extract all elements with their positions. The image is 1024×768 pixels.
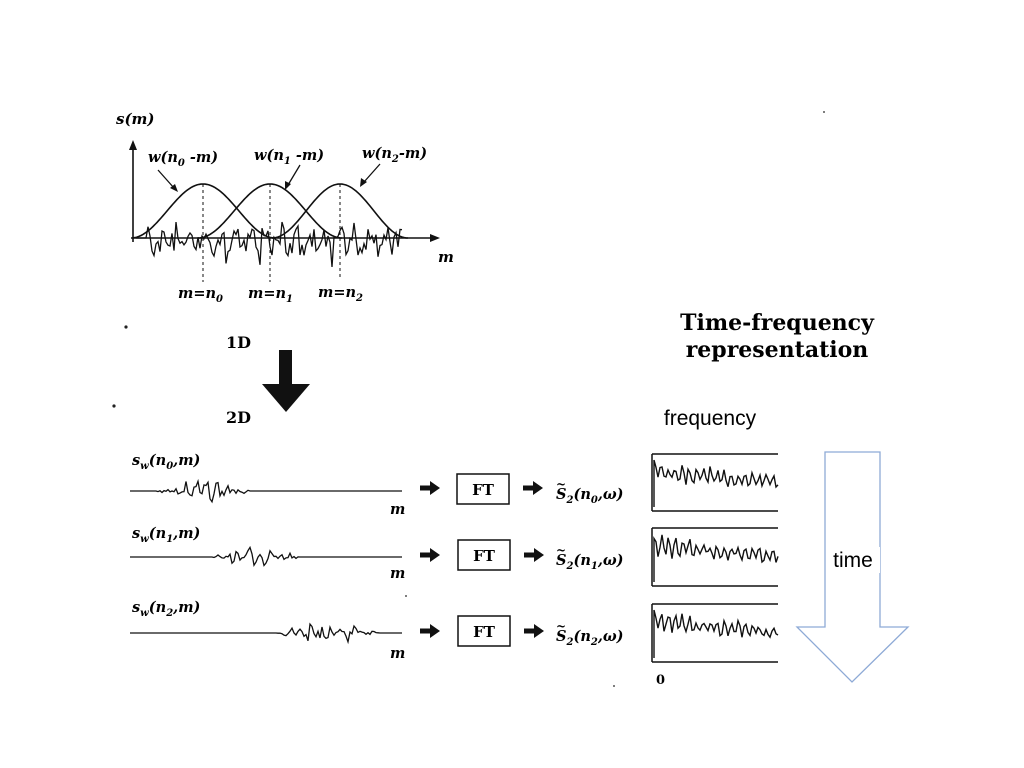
pointer-arrow-n0 xyxy=(157,169,175,189)
ft-box xyxy=(457,615,511,647)
arrow-right-icon xyxy=(524,548,544,562)
tilde-mark: ~ xyxy=(556,543,566,557)
y-axis-arrowhead xyxy=(129,140,137,150)
spectrum-label: S2(n1,ω) xyxy=(556,552,624,572)
ft-box xyxy=(456,473,510,505)
ft-label: FT xyxy=(473,547,496,565)
window-label-n0: w(n0 -m) xyxy=(148,149,218,169)
windowed-signal-label: sw(n0,m) xyxy=(132,452,200,472)
position-label-n1: m=n1 xyxy=(248,285,293,305)
tf-title-line2: representation xyxy=(686,337,869,363)
spectrum-panel xyxy=(651,527,779,587)
speck xyxy=(405,595,407,597)
window-label-n2: w(n2-m) xyxy=(362,145,427,165)
pointer-arrowhead-n1 xyxy=(285,181,291,190)
windowed-signal-trace xyxy=(130,622,402,645)
tilde-mark: ~ xyxy=(556,619,566,633)
arrow-right-icon xyxy=(523,481,543,495)
spectrum-label: S2(n0,ω) xyxy=(556,486,624,506)
x-axis-label: m xyxy=(438,248,454,266)
speck xyxy=(112,404,116,408)
position-label-n0: m=n0 xyxy=(178,285,223,305)
signal-trace xyxy=(136,221,403,267)
tilde-mark: ~ xyxy=(556,477,566,491)
row-n2: sw(n2,m) m FT S2(n2,ω) ~ xyxy=(130,599,779,663)
windowed-signal-label: sw(n1,m) xyxy=(132,525,200,545)
row-axis-label: m xyxy=(390,645,405,662)
spectrum-label: S2(n2,ω) xyxy=(556,628,624,648)
row-axis-label: m xyxy=(390,565,405,582)
row-axis-label: m xyxy=(390,501,405,518)
top-plot: s(m) m w(n0 -m) w(n1 -m) w(n2-m) m=n0 m=… xyxy=(116,110,454,305)
pointer-arrowhead-n2 xyxy=(360,178,367,187)
arrow-right-icon xyxy=(524,624,544,638)
arrow-right-icon xyxy=(420,624,440,638)
windowed-signal-trace xyxy=(130,545,402,567)
windowed-signal-label: sw(n2,m) xyxy=(132,599,200,619)
spectrum-trace xyxy=(653,534,779,582)
pointer-arrow-n2 xyxy=(363,163,381,183)
spectrum-panel xyxy=(651,603,779,663)
time-label-bg xyxy=(826,547,880,573)
speck xyxy=(613,685,615,687)
spectrum-panel xyxy=(651,453,779,512)
frequency-label: frequency xyxy=(664,407,757,430)
pointer-arrow-n1 xyxy=(287,164,301,186)
y-axis-label: s(m) xyxy=(116,110,155,128)
time-label: time xyxy=(833,549,873,572)
down-arrow-icon xyxy=(262,350,310,412)
tf-title-line1: Time-frequency xyxy=(680,310,875,336)
position-label-n2: m=n2 xyxy=(318,284,363,304)
windowed-signal-trace xyxy=(130,478,402,504)
arrow-right-icon xyxy=(420,548,440,562)
speck xyxy=(823,111,825,113)
row-n1: sw(n1,m) m FT S2(n1,ω) ~ xyxy=(130,525,779,587)
speck xyxy=(124,325,128,329)
dimension-transition: 1D 2D xyxy=(226,333,310,427)
x-axis-arrowhead xyxy=(430,234,440,242)
ft-box xyxy=(457,539,511,571)
window-label-n1: w(n1 -m) xyxy=(254,147,324,167)
spectrum-trace xyxy=(653,459,779,507)
frequency-zero-label: 0 xyxy=(656,673,665,688)
ft-label: FT xyxy=(472,481,495,499)
ft-label: FT xyxy=(473,623,496,641)
spectrum-trace xyxy=(653,609,779,658)
label-2d: 2D xyxy=(226,408,251,427)
arrow-right-icon xyxy=(420,481,440,495)
row-n0: sw(n0,m) m FT S2(n0,ω) ~ xyxy=(130,452,779,518)
pointer-arrowhead-n0 xyxy=(170,184,178,192)
label-1d: 1D xyxy=(226,333,251,352)
time-arrow: time xyxy=(795,451,910,683)
